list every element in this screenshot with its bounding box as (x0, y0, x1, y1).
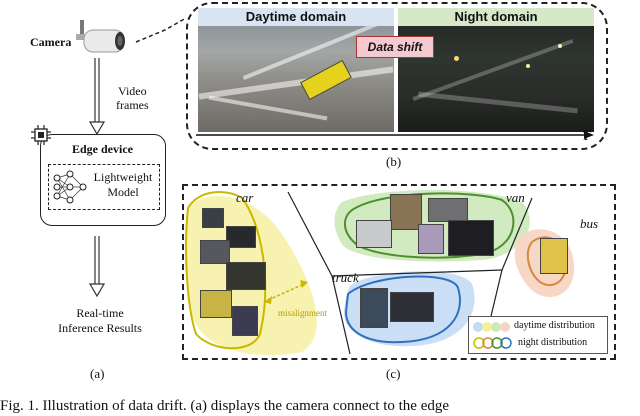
class-label-truck: truck (332, 270, 359, 285)
results-label-line1: Real-time (76, 306, 124, 320)
car-thumb-5 (200, 290, 232, 318)
chip-icon (30, 124, 52, 146)
panel-b-frame (186, 2, 608, 150)
data-shift-badge: Data shift (356, 36, 434, 58)
day-scene (198, 8, 394, 132)
dashed-link-line (0, 0, 200, 60)
yellow-bus (300, 59, 352, 101)
van-thumb-5 (448, 220, 494, 256)
class-label-bus: bus (580, 216, 599, 231)
model-label-line1: Lightweight (93, 170, 153, 184)
video-label-line1: Video (118, 84, 147, 98)
model-label-line2: Model (107, 185, 139, 199)
bus-thumb-1 (540, 238, 568, 274)
van-thumb-3 (356, 220, 392, 248)
legend-night-label: night distribution (518, 337, 588, 348)
night-scene (398, 8, 594, 132)
time-axis (196, 128, 596, 140)
car-thumb-1 (202, 208, 224, 228)
day-header: Daytime domain (198, 8, 394, 26)
camera-label: Camera (30, 35, 72, 49)
car-thumb-6 (232, 306, 258, 336)
edge-device-box (40, 134, 166, 226)
night-header: Night domain (398, 8, 594, 26)
panel-a-label: (a) (90, 366, 105, 381)
misalignment-label: misalignment (278, 308, 327, 318)
video-frames-label: Video frames (116, 84, 149, 112)
results-label-line2: Inference Results (58, 321, 142, 335)
video-label-line2: frames (116, 98, 149, 112)
legend-day-swatches (472, 320, 512, 332)
time-axis-label: T (582, 128, 591, 144)
legend-day-label: daytime distribution (514, 320, 595, 331)
car-thumb-4 (226, 262, 266, 290)
arrow-down-results (88, 236, 108, 298)
class-label-van: van (506, 190, 525, 205)
panel-c-frame (182, 184, 616, 360)
arrow-down-video (88, 58, 108, 136)
edge-device-label: Edge device (72, 142, 133, 156)
van-thumb-1 (390, 194, 422, 230)
car-thumb-2 (226, 226, 256, 248)
panel-c-label: (c) (386, 366, 401, 381)
model-label: Lightweight Model (88, 170, 158, 200)
truck-thumb-2 (390, 292, 434, 322)
model-dashed-box (48, 164, 160, 210)
neural-net-icon (52, 168, 88, 206)
results-label: Real-time Inference Results (30, 306, 170, 336)
van-thumb-2 (428, 198, 468, 222)
class-label-car: car (236, 190, 254, 205)
legend-night-swatches (472, 336, 516, 350)
figure-caption: Fig. 1. Illustration of data drift. (a) … (0, 398, 450, 414)
van-thumb-4 (418, 224, 444, 254)
truck-thumb-1 (360, 288, 388, 328)
panel-b-label: (b) (386, 154, 402, 169)
car-thumb-3 (200, 240, 230, 264)
camera-icon (76, 20, 128, 60)
